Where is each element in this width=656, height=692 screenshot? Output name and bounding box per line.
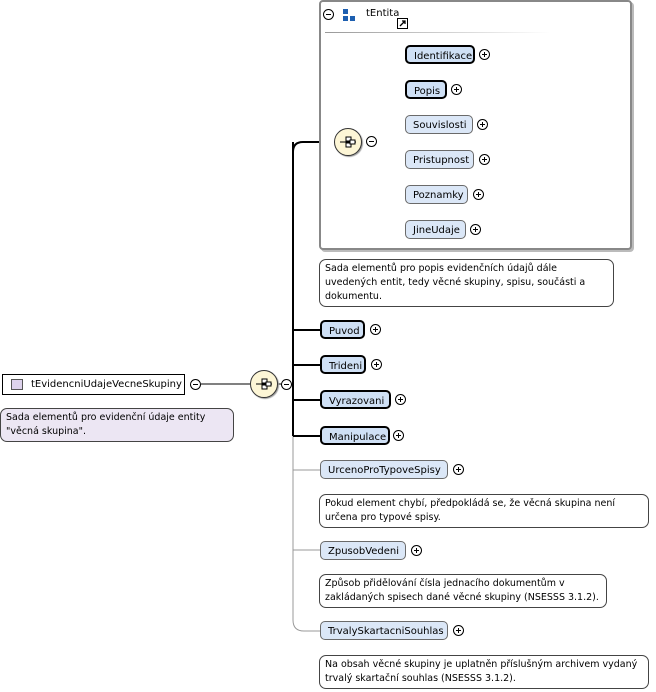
element-trideni[interactable]: Trideni [320, 355, 366, 374]
entity-annotation: Sada elementů pro popis evidenčních údaj… [319, 259, 614, 307]
root-element[interactable]: tEvidencniUdajeVecneSkupiny [2, 374, 185, 395]
expand-pristupnost-icon[interactable] [479, 154, 490, 165]
entity-type-panel [319, 0, 632, 250]
entity-collapse-icon[interactable] [323, 9, 334, 20]
expand-trvalyskartacnisouhlas-icon[interactable] [453, 625, 464, 636]
element-trvalyskartacnisouhlas[interactable]: TrvalySkartacniSouhlas [320, 621, 448, 640]
zpusobvedeni-annotation: Způsob přidělování čísla jednacího dokum… [319, 574, 607, 608]
entity-divider [325, 32, 550, 33]
element-label: Popis [414, 86, 441, 97]
expand-zpusobvedeni-icon[interactable] [411, 545, 422, 556]
expand-popis-icon[interactable] [451, 84, 462, 95]
element-urcenoprotypovespisy[interactable]: UrcenoProTypoveSpisy [320, 460, 448, 479]
expand-manipulace-icon[interactable] [393, 430, 404, 441]
element-manipulace[interactable]: Manipulace [320, 426, 390, 445]
element-label: Manipulace [329, 432, 387, 443]
element-label: Trideni [329, 361, 363, 372]
expand-souvislosti-icon[interactable] [477, 119, 488, 130]
element-label: Poznamky [413, 190, 464, 201]
element-label: TrvalySkartacniSouhlas [328, 626, 444, 637]
element-poznamky[interactable]: Poznamky [405, 185, 468, 204]
expand-jineudaje-icon[interactable] [470, 224, 481, 235]
complex-type-icon [11, 379, 23, 390]
element-puvod[interactable]: Puvod [320, 320, 365, 339]
element-label: UrcenoProTypoveSpisy [328, 465, 441, 476]
trvalyskartacnisouhlas-annotation: Na obsah věcné skupiny je uplatněn přísl… [319, 655, 649, 689]
element-vyrazovani[interactable]: Vyrazovani [320, 390, 391, 409]
entity-sequence-icon[interactable] [334, 128, 362, 156]
element-label: Vyrazovani [329, 396, 385, 407]
expand-urcenoprotypovespisy-icon[interactable] [453, 464, 464, 475]
sequence-collapse-icon[interactable] [281, 379, 292, 390]
element-identifikace[interactable]: Identifikace [405, 45, 475, 64]
expand-identifikace-icon[interactable] [479, 49, 490, 60]
entity-title: tEntita [366, 8, 400, 19]
entity-type-icon [343, 9, 356, 22]
expand-trideni-icon[interactable] [371, 359, 382, 370]
element-souvislosti[interactable]: Souvislosti [405, 115, 473, 134]
root-collapse-icon[interactable] [190, 379, 201, 390]
element-label: Souvislosti [413, 120, 467, 131]
root-annotation: Sada elementů pro evidenční údaje entity… [0, 408, 234, 442]
expand-poznamky-icon[interactable] [473, 189, 484, 200]
annotation-text: Pokud element chybí, předpokládá se, že … [325, 498, 616, 523]
element-pristupnost[interactable]: Pristupnost [405, 150, 474, 169]
expand-vyrazovani-icon[interactable] [395, 394, 406, 405]
annotation-text: Na obsah věcné skupiny je uplatněn přísl… [325, 659, 638, 684]
element-label: Identifikace [414, 51, 473, 62]
entity-annotation-text: Sada elementů pro popis evidenčních údaj… [325, 263, 586, 302]
urcenoprotypovespisy-annotation: Pokud element chybí, předpokládá se, že … [319, 494, 649, 528]
sequence-compositor-icon[interactable] [250, 370, 278, 398]
expand-puvod-icon[interactable] [370, 324, 381, 335]
root-element-label: tEvidencniUdajeVecneSkupiny [31, 379, 182, 390]
element-label: ZpusobVedeni [328, 546, 400, 557]
annotation-text: Způsob přidělování čísla jednacího dokum… [325, 578, 599, 603]
element-label: Puvod [329, 326, 360, 337]
entity-link-icon[interactable] [397, 18, 408, 29]
element-label: Pristupnost [413, 155, 470, 166]
element-popis[interactable]: Popis [405, 80, 447, 99]
element-label: JineUdaje [413, 225, 460, 236]
element-zpusobvedeni[interactable]: ZpusobVedeni [320, 541, 406, 560]
root-annotation-text: Sada elementů pro evidenční údaje entity… [6, 412, 206, 437]
element-jineudaje[interactable]: JineUdaje [405, 220, 466, 239]
entity-sequence-collapse-icon[interactable] [366, 136, 377, 147]
